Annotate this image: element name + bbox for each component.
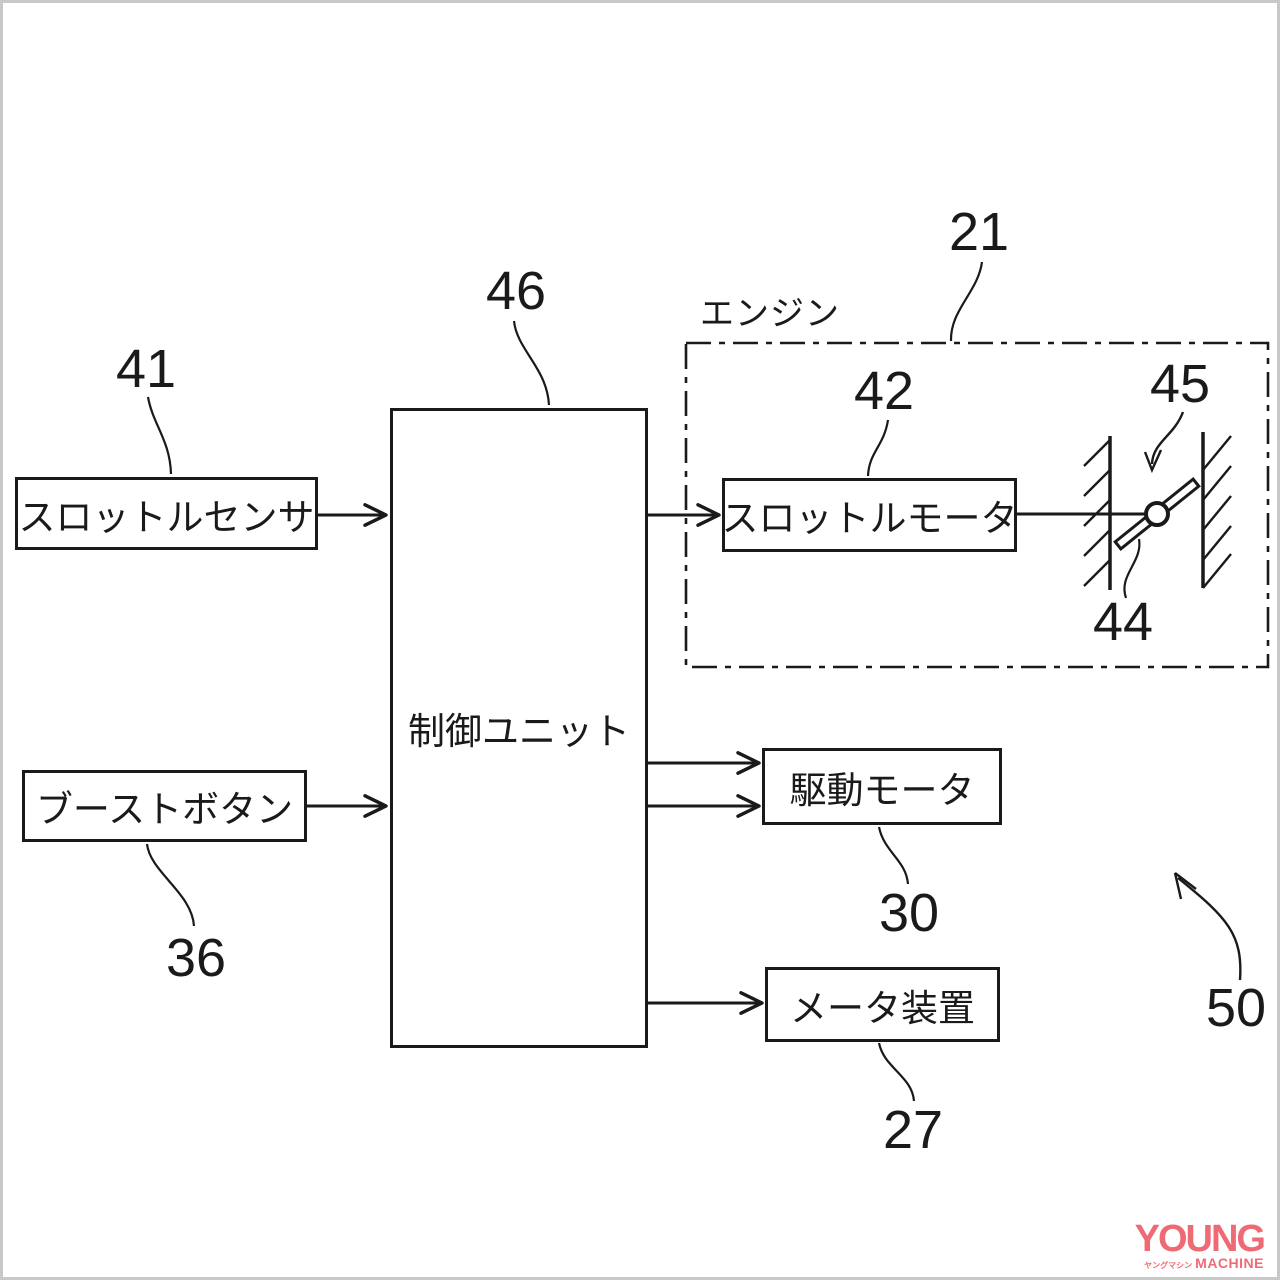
right-wall-hatching bbox=[1202, 435, 1232, 589]
control-unit-label: 制御ユニット bbox=[408, 711, 630, 752]
pointer-45-curve bbox=[1150, 411, 1185, 465]
valve-plate bbox=[1113, 477, 1201, 551]
leader-44 bbox=[1123, 538, 1141, 599]
pointer-50 bbox=[1173, 872, 1242, 981]
ref-50: 50 bbox=[1205, 978, 1267, 1038]
pointer-50-curve bbox=[1177, 877, 1242, 981]
control-unit-box: 制御ユニット bbox=[390, 408, 648, 1048]
ref-42: 42 bbox=[853, 361, 915, 421]
throttle-bore-walls bbox=[1083, 432, 1232, 590]
ref-45: 45 bbox=[1149, 354, 1211, 414]
pointer-45-arrowhead bbox=[1143, 449, 1163, 474]
boost-button-label: ブーストボタン bbox=[35, 789, 294, 830]
leader-21 bbox=[949, 261, 984, 342]
drive-motor-box: 駆動モータ bbox=[762, 748, 1002, 825]
logo-machine-text: MACHINE bbox=[1195, 1255, 1264, 1271]
logo-young-text: YOUNG bbox=[1134, 1218, 1266, 1261]
ref-41: 41 bbox=[115, 339, 177, 399]
ref-36: 36 bbox=[165, 928, 227, 988]
boost-button-box: ブーストボタン bbox=[22, 770, 307, 842]
drive-motor-label: 駆動モータ bbox=[789, 769, 975, 811]
throttle-sensor-box: スロットルセンサ bbox=[15, 477, 318, 550]
leader-27 bbox=[877, 1042, 916, 1102]
young-machine-logo: YOUNG ヤングマシン MACHINE bbox=[1134, 1218, 1266, 1270]
throttle-sensor-label: スロットルセンサ bbox=[18, 496, 315, 538]
leader-46 bbox=[512, 320, 551, 406]
leader-42 bbox=[866, 419, 890, 477]
valve-shaft-circle bbox=[1144, 501, 1170, 527]
pointer-50-barb-1 bbox=[1173, 872, 1183, 900]
logo-katakana-text: ヤングマシン bbox=[1144, 1261, 1193, 1270]
ref-27: 27 bbox=[882, 1100, 944, 1160]
ref-44: 44 bbox=[1092, 592, 1154, 652]
meter-device-box: メータ装置 bbox=[765, 967, 1000, 1042]
leader-36 bbox=[145, 843, 196, 927]
leader-41 bbox=[146, 396, 173, 475]
ref-30: 30 bbox=[878, 883, 940, 943]
pointer-45 bbox=[1143, 411, 1185, 474]
throttle-motor-box: スロットルモータ bbox=[721, 478, 1018, 552]
engine-group-label: エンジン bbox=[700, 295, 840, 333]
logo-subline: ヤングマシン MACHINE bbox=[1135, 1256, 1264, 1270]
leader-30 bbox=[877, 826, 910, 885]
left-wall-hatching bbox=[1083, 439, 1111, 587]
pointer-50-barb-2 bbox=[1174, 872, 1197, 890]
meter-device-label: メータ装置 bbox=[790, 987, 975, 1029]
ref-46: 46 bbox=[485, 261, 547, 321]
ref-21: 21 bbox=[948, 202, 1010, 262]
throttle-motor-label: スロットルモータ bbox=[721, 498, 1018, 539]
throttle-valve-graphic bbox=[1113, 477, 1201, 551]
